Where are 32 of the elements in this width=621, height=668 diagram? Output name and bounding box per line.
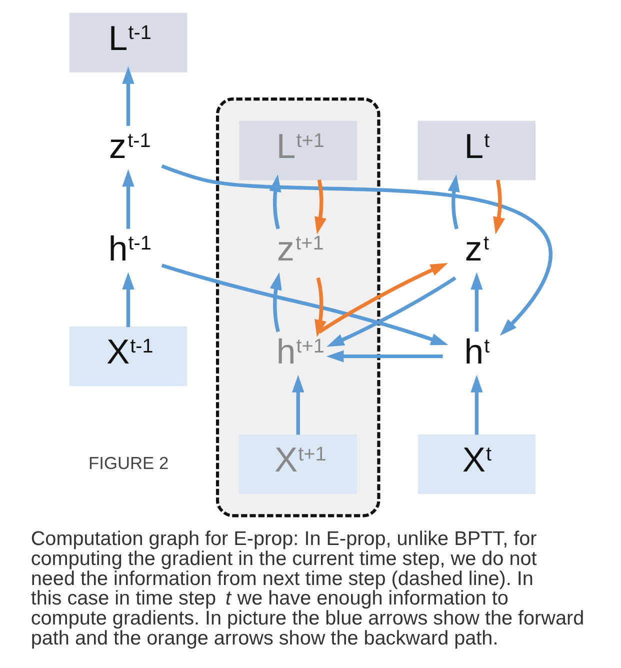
arrow bbox=[270, 272, 282, 332]
arrow bbox=[269, 174, 282, 230]
node-text: z$^{t}$ bbox=[464, 230, 490, 269]
arrow bbox=[470, 374, 483, 435]
node-box: X$^{t+1}$ bbox=[239, 434, 358, 494]
node-box: L$^{t+1}$ bbox=[239, 120, 358, 180]
node-text: z$^{t+1}$ bbox=[277, 230, 324, 269]
node-box: X$^{t-1}$ bbox=[69, 326, 188, 386]
node-text: z$^{t-1}$ bbox=[109, 128, 151, 166]
label: FIGURE 2 bbox=[88, 452, 169, 473]
arrow bbox=[493, 180, 506, 234]
node-box: X$^{t}$ bbox=[418, 434, 536, 494]
node-text: h$^{t+1}$ bbox=[276, 334, 324, 372]
arrow bbox=[314, 180, 326, 234]
arrow bbox=[318, 263, 448, 334]
arrow bbox=[470, 272, 483, 332]
arrow bbox=[292, 374, 304, 435]
arrow bbox=[161, 264, 448, 346]
arrow bbox=[314, 277, 326, 338]
arrow bbox=[122, 169, 134, 229]
arrow bbox=[448, 174, 460, 230]
node-text: h$^{t-1}$ bbox=[108, 230, 152, 269]
arrow bbox=[326, 276, 456, 347]
caption: Computation graph for E-prop: In E-prop, unlike BPTT, for computing the gradient in the current time step, we do not need the information from next time step (dashed line). In this case in time step t we have enough information to compute gradients. In picture the blue arrows show the forward path and the orange arrows show the backward path. bbox=[30, 528, 584, 650]
cluster bbox=[216, 97, 380, 518]
node-box: L$^{t}$ bbox=[418, 120, 536, 180]
arrow bbox=[122, 272, 134, 328]
arrow bbox=[326, 350, 443, 362]
arrow bbox=[122, 66, 134, 126]
arrow bbox=[161, 164, 552, 336]
node-text: h$^{t}$ bbox=[464, 334, 490, 372]
node-box: L$^{t-1}$ bbox=[69, 12, 188, 72]
